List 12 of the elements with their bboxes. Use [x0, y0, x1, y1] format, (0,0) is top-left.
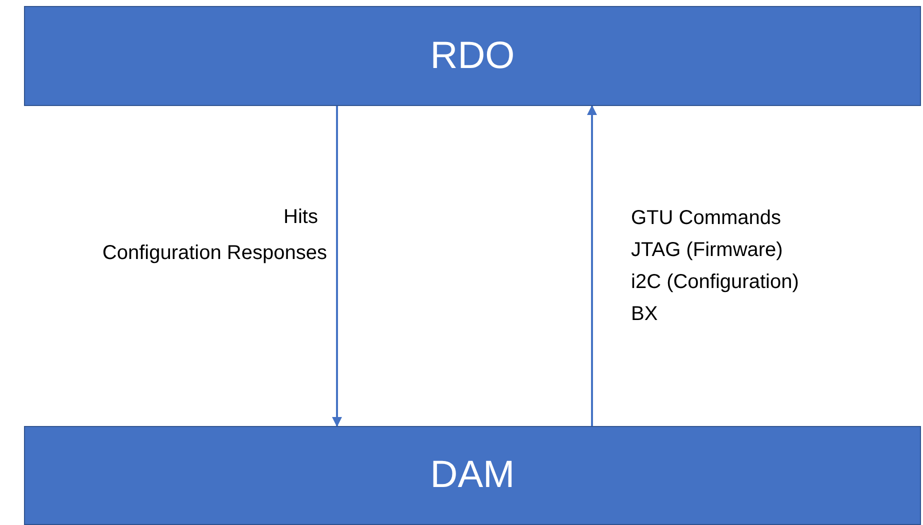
- signal-label: Hits: [284, 205, 318, 229]
- signal-label: Configuration Responses: [102, 241, 327, 265]
- box-title: DAM: [430, 454, 515, 497]
- arrow: [332, 106, 342, 427]
- signal-label: i2C (Configuration): [631, 270, 799, 294]
- process-box: [24, 426, 921, 525]
- signal-label: GTU Commands: [631, 206, 782, 230]
- arrow: [587, 105, 597, 426]
- process-box: [24, 6, 921, 106]
- signal-label: BX: [631, 302, 658, 326]
- box-title: RDO: [430, 34, 515, 78]
- signal-label: JTAG (Firmware): [631, 238, 783, 262]
